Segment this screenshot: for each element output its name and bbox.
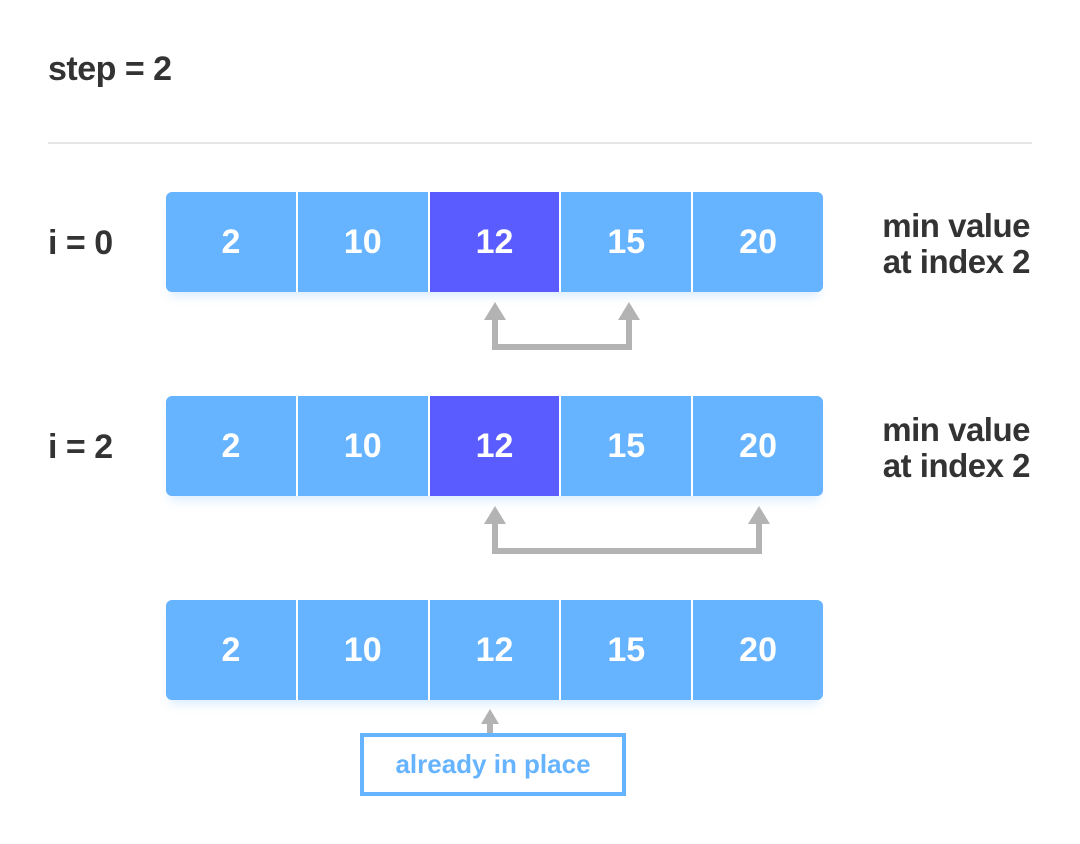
note-line: at index 2	[882, 447, 1031, 484]
array-cell-min: 12	[429, 396, 562, 496]
array-cell: 15	[561, 600, 694, 700]
note-line: min value	[882, 207, 1030, 244]
array-cell: 10	[297, 396, 430, 496]
min-value-note-1: min value at index 2	[810, 208, 1030, 280]
arrow-head-up	[484, 302, 506, 320]
arrow-head-up	[484, 506, 506, 524]
row-label-i2: i = 2	[48, 428, 113, 466]
divider	[48, 142, 1032, 144]
array-cell: 15	[561, 396, 694, 496]
array-cell: 2	[166, 600, 298, 700]
swap-arrow-2-connector	[492, 522, 762, 554]
array-cell: 15	[561, 192, 694, 292]
array-row-2: 2 10 12 15 20	[166, 396, 823, 496]
note-line: min value	[882, 411, 1030, 448]
swap-arrow-1-connector	[492, 318, 632, 350]
array-cell: 12	[429, 600, 562, 700]
array-cell: 10	[297, 192, 430, 292]
already-in-place-callout: already in place	[360, 733, 626, 796]
array-cell: 10	[297, 600, 430, 700]
arrow-head-up	[481, 709, 499, 724]
note-line: at index 2	[882, 243, 1031, 280]
array-cell: 2	[166, 192, 298, 292]
array-row-1: 2 10 12 15 20	[166, 192, 823, 292]
min-value-note-2: min value at index 2	[810, 412, 1030, 484]
array-cell: 20	[693, 600, 823, 700]
array-cell: 20	[693, 396, 823, 496]
array-row-3: 2 10 12 15 20	[166, 600, 823, 700]
array-cell-min: 12	[429, 192, 562, 292]
arrow-head-up	[618, 302, 640, 320]
arrow-head-up	[748, 506, 770, 524]
array-cell: 20	[693, 192, 823, 292]
row-label-i0: i = 0	[48, 224, 113, 262]
step-title: step = 2	[48, 50, 172, 88]
array-cell: 2	[166, 396, 298, 496]
